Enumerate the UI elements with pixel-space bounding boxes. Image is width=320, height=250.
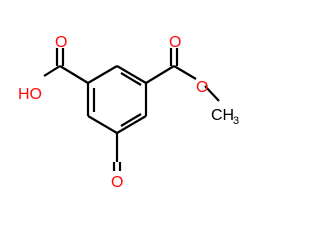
ring-bond [87, 115, 118, 134]
aldehyde-oxygen: O [111, 174, 123, 191]
carbonyl-oxygen-left: O [55, 34, 67, 51]
single-bond [145, 65, 175, 84]
hydroxyl-label: HO [18, 86, 42, 103]
structure-canvas: O HO O O CH 3 O [18, 34, 240, 191]
methyl-ester-group: O O CH 3 [145, 34, 239, 127]
molecule-diagram: O HO O O CH 3 O [18, 34, 239, 191]
ester-oxygen: O [196, 79, 208, 96]
ring-bond [116, 115, 147, 134]
ester-bond [173, 65, 197, 80]
ring-bond [116, 65, 147, 84]
ring-double-bond [120, 113, 142, 127]
benzene-ring [86, 65, 148, 134]
ring-double-bond [120, 72, 142, 86]
carboxylic-acid-group: O HO [18, 34, 89, 103]
methyl-subscript: 3 [233, 115, 239, 127]
carbonyl-oxygen-right: O [169, 34, 181, 51]
methyl-bond [204, 85, 220, 102]
aldehyde-group: O [111, 133, 123, 191]
hydroxyl-bond [43, 65, 61, 77]
single-bond [59, 65, 89, 84]
ring-bond [87, 65, 118, 84]
methyl-label: CH [211, 107, 234, 124]
